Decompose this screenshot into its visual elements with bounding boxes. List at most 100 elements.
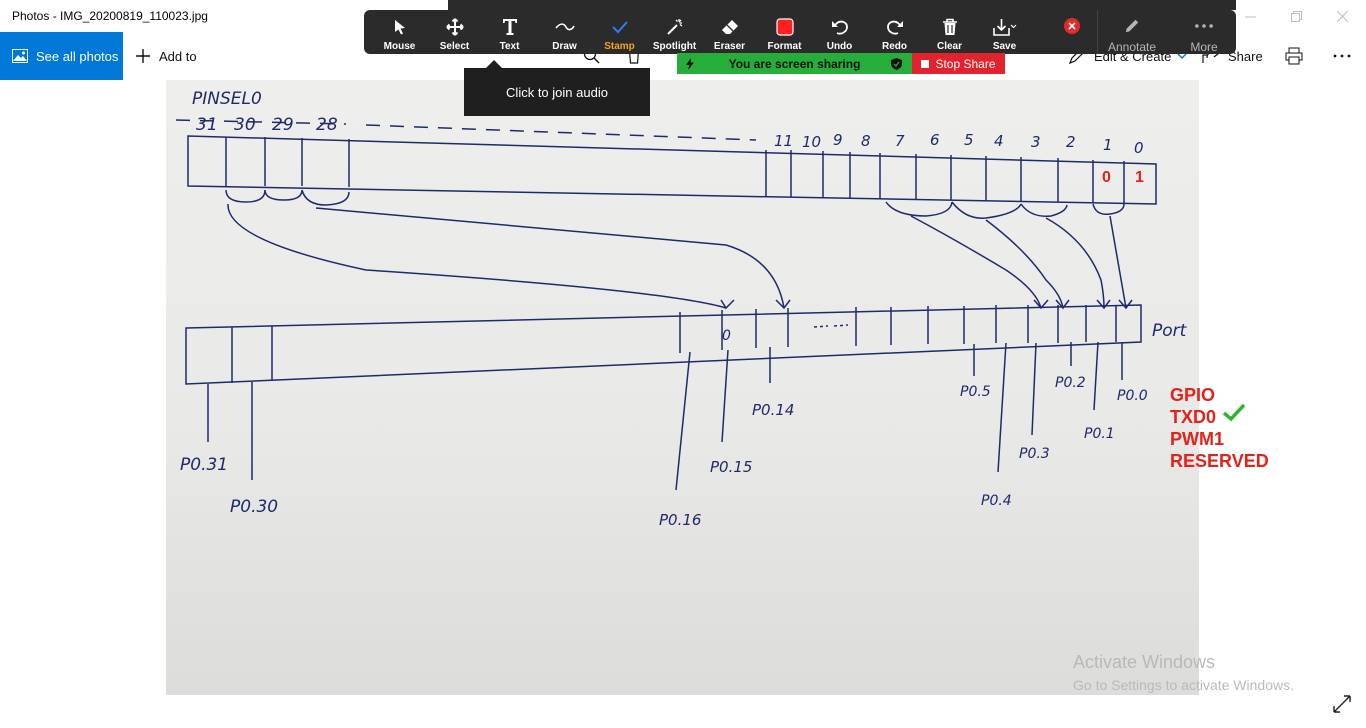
undo-button[interactable]: Undo [812, 10, 867, 54]
add-to-button[interactable]: Add to [135, 32, 197, 80]
more-button[interactable]: More [1169, 10, 1239, 54]
top-bit-label: 11 [774, 132, 793, 150]
undo-icon [831, 20, 848, 35]
pin-label: P0.4 [981, 493, 1012, 509]
see-all-photos-label: See all photos [36, 48, 119, 64]
cursor-icon [394, 20, 405, 35]
checkmark-icon [1222, 403, 1246, 422]
print-icon [1285, 47, 1303, 65]
ellipsis-icon [1333, 54, 1351, 58]
save-label: Save [992, 41, 1017, 52]
text-icon [502, 19, 517, 35]
annotate-label: Annotate [1107, 40, 1157, 54]
shield-icon [891, 58, 902, 70]
clear-button[interactable]: Clear [922, 10, 977, 54]
cell-mark: 0 [722, 328, 731, 344]
clear-label: Clear [936, 41, 962, 52]
close-toolbar-button[interactable] [1064, 18, 1080, 34]
pin-label: P0.2 [1055, 375, 1086, 391]
select-tool-button[interactable]: Select [427, 10, 482, 54]
function-list: GPIO TXD0 PWM1 RESERVED [1170, 384, 1269, 472]
annotate-button[interactable]: Annotate [1097, 10, 1167, 54]
hand-drawn-register-diagram: PINSEL03130292811109876543210Port0P0.31P… [175, 89, 1188, 529]
expand-icon [1333, 695, 1351, 713]
stamp-tool-label: Stamp [604, 41, 635, 52]
more-options-button[interactable] [1333, 32, 1359, 80]
bit-value-1: 1 [1135, 169, 1144, 186]
pencil-icon [1125, 19, 1139, 33]
top-bit-label: 6 [930, 131, 940, 149]
save-button[interactable]: Save [977, 10, 1032, 54]
text-tool-button[interactable]: Text [482, 10, 537, 54]
stop-icon [921, 59, 930, 68]
toolbar-divider [1097, 10, 1098, 54]
top-bit-label: 1 [1103, 136, 1113, 154]
see-all-photos-button[interactable]: See all photos [0, 32, 123, 80]
redo-icon [886, 20, 903, 35]
pin-label: P0.0 [1117, 388, 1148, 404]
pin-label: P0.5 [960, 384, 991, 400]
save-icon [992, 19, 1016, 36]
function-txd0: TXD0 [1170, 407, 1217, 427]
move-icon [445, 18, 464, 36]
minimize-button[interactable] [1227, 0, 1273, 32]
spotlight-tool-label: Spotlight [652, 41, 697, 52]
close-icon [1068, 22, 1076, 30]
join-audio-text: Click to join audio [506, 84, 608, 100]
spotlight-icon [666, 19, 682, 35]
stop-share-button[interactable]: Stop Share [912, 53, 1005, 74]
chevron-down-icon [1177, 53, 1187, 59]
bit-value-0: 0 [1102, 169, 1111, 186]
join-audio-tooltip[interactable]: Click to join audio [464, 60, 650, 116]
activate-windows-title: Activate Windows [1073, 652, 1216, 672]
top-bit-label: 29 [272, 115, 294, 135]
maximize-button[interactable] [1273, 0, 1319, 32]
top-bit-label: 9 [833, 131, 843, 149]
draw-tool-button[interactable]: Draw [537, 10, 592, 54]
window-title: Photos - IMG_20200819_110023.jpg [12, 9, 208, 23]
top-bit-label: 5 [964, 131, 974, 149]
spotlight-tool-button[interactable]: Spotlight [647, 10, 702, 54]
top-bit-label: 28 [316, 115, 338, 135]
top-bit-label: 0 [1134, 139, 1144, 157]
zoom-toolbar-top-strip [448, 0, 1236, 10]
top-bit-label: 2 [1066, 133, 1076, 151]
print-button[interactable] [1285, 32, 1311, 80]
function-reserved: RESERVED [1170, 451, 1269, 471]
eraser-tool-label: Eraser [713, 41, 746, 52]
eraser-tool-button[interactable]: Eraser [702, 10, 757, 54]
add-to-label: Add to [159, 48, 197, 64]
function-gpio: GPIO [1170, 385, 1216, 405]
text-tool-label: Text [499, 41, 520, 52]
close-button[interactable] [1319, 0, 1365, 32]
top-bit-label: 4 [994, 132, 1004, 150]
redo-button[interactable]: Redo [867, 10, 922, 54]
format-tool-button[interactable]: Format [757, 10, 812, 54]
mouse-tool-button[interactable]: Mouse [372, 10, 427, 54]
top-bit-label: 8 [861, 132, 871, 150]
photo-icon [12, 49, 28, 63]
share-label: Share [1228, 48, 1263, 64]
stamp-icon [611, 21, 628, 34]
format-tool-label: Format [767, 41, 802, 52]
select-tool-label: Select [439, 41, 470, 52]
ellipsis-icon [1195, 24, 1213, 28]
trash-icon [942, 18, 957, 35]
fullscreen-button[interactable] [1332, 694, 1352, 714]
pin-label: P0.15 [710, 458, 752, 476]
pin-label: P0.14 [752, 401, 794, 419]
sharing-status-text: You are screen sharing [728, 56, 861, 71]
close-icon [1336, 10, 1348, 22]
restore-icon [1290, 10, 1302, 22]
stamp-tool-button[interactable]: Stamp [592, 10, 647, 54]
top-bit-label: 30 [234, 115, 256, 135]
top-bit-label: 31 [196, 115, 218, 135]
lightning-icon [686, 58, 694, 70]
pin-label: P0.3 [1019, 446, 1050, 462]
pin-label: P0.1 [1084, 426, 1115, 442]
function-pwm1: PWM1 [1170, 429, 1224, 449]
format-icon [775, 18, 794, 36]
sketch-heading: PINSEL0 [192, 89, 262, 109]
